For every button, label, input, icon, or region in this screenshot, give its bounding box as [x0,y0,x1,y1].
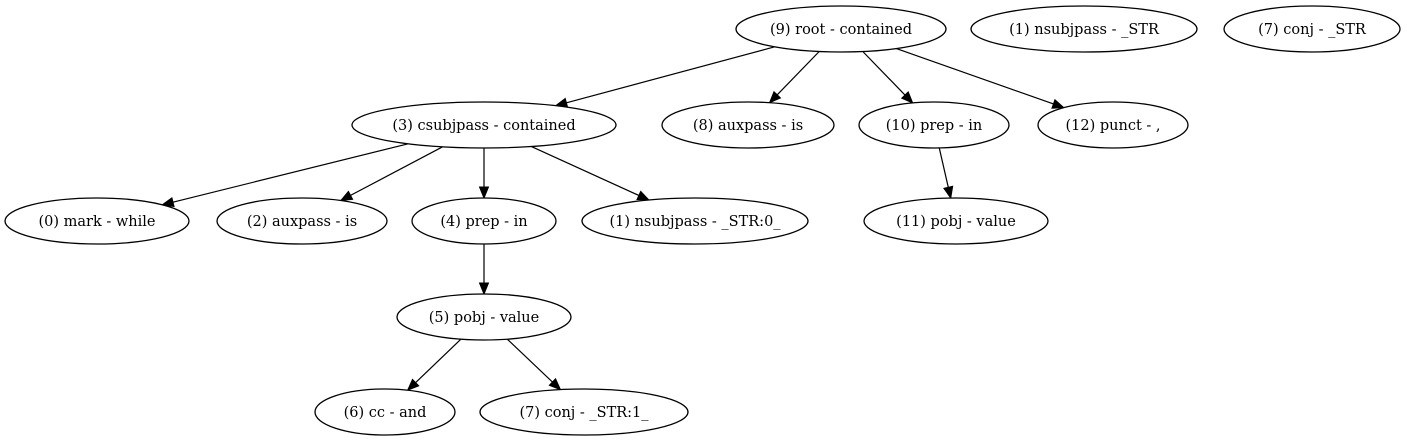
node-ellipse [581,197,809,245]
edge-n9-to-n8 [768,51,820,104]
node-label: (4) prep - in [440,214,527,230]
node-ellipse [863,197,1049,245]
edge-line [415,338,462,384]
node-label: (6) cc - and [344,405,427,421]
edge-n3-to-n2 [339,146,443,202]
node-label: (8) auxpass - is [693,118,803,134]
node-label: (3) csubjpass - contained [392,118,575,134]
node-label: (5) pobj - value [429,310,539,326]
graph-node-n4: (4) prep - in [411,197,557,245]
node-label: (7) conj - _STR:1_ [519,405,649,421]
graph-node-n9: (9) root - contained [735,5,947,53]
arrowhead-icon [636,190,651,201]
edge-line [938,147,949,188]
node-ellipse [479,388,689,436]
graph-node-n7a: (7) conj - _STR [1223,5,1401,53]
node-ellipse [661,101,835,149]
arrowhead-icon [900,91,914,104]
arrowhead-icon [548,377,562,391]
graph-node-n1: (1) nsubjpass - _STR:0_ [581,197,809,245]
edge-n3-to-n4 [478,148,490,200]
edge-n9-to-n10 [862,51,914,104]
node-ellipse [396,293,572,341]
node-ellipse [314,388,456,436]
node-label: (11) pobj - value [896,214,1016,230]
edge-line [350,146,443,196]
arrowhead-icon [161,196,175,208]
graph-node-n3: (3) csubjpass - contained [351,101,617,149]
node-label: (12) punct - , [1065,118,1160,134]
edge-n5-to-n6 [406,338,462,392]
graph-node-n12: (12) punct - , [1037,101,1189,149]
edge-n3-to-n1 [530,145,651,201]
graph-node-n11: (11) pobj - value [863,197,1049,245]
edge-n9-to-n3 [554,46,775,108]
node-label: (0) mark - while [39,214,156,230]
edge-line [506,338,553,383]
node-label: (2) auxpass - is [247,214,357,230]
node-ellipse [735,5,947,53]
edge-line [896,47,1054,105]
node-ellipse [1223,5,1401,53]
edge-n4-to-n5 [478,244,490,296]
node-label: (1) nsubjpass - _STR [1009,22,1160,38]
arrowhead-icon [339,190,354,202]
edge-line [776,51,820,96]
graph-node-n8: (8) auxpass - is [661,101,835,149]
graph-node-n0: (0) mark - while [4,197,190,245]
edges-layer [161,46,1066,392]
edge-line [530,145,640,196]
graph-node-n6: (6) cc - and [314,388,456,436]
node-label: (9) root - contained [770,22,912,38]
arrowhead-icon [478,282,490,296]
graph-node-n7: (7) conj - _STR:1_ [479,388,689,436]
nodes-layer: (9) root - contained (1) nsubjpass - _STR… [4,5,1401,436]
node-label: (7) conj - _STR [1258,22,1367,38]
edge-n5-to-n7 [506,338,562,391]
node-label: (1) nsubjpass - _STR:0_ [609,214,781,230]
node-label: (10) prep - in [886,118,983,134]
node-ellipse [351,101,617,149]
edge-line [566,46,775,104]
edge-n10-to-n11 [938,147,954,200]
graph-node-n5: (5) pobj - value [396,293,572,341]
arrowhead-icon [1051,98,1066,109]
edge-line [862,51,906,96]
graph-node-n1a: (1) nsubjpass - _STR [970,5,1198,53]
edge-line [172,143,409,203]
arrowhead-icon [768,90,782,104]
node-ellipse [411,197,557,245]
node-ellipse [216,197,388,245]
node-ellipse [970,5,1198,53]
arrowhead-icon [943,185,954,200]
graph-node-n10: (10) prep - in [858,101,1010,149]
arrowhead-icon [406,378,420,392]
arrowhead-icon [478,186,490,200]
graph-node-n2: (2) auxpass - is [216,197,388,245]
node-ellipse [4,197,190,245]
edge-n3-to-n0 [161,143,409,208]
edge-n9-to-n12 [896,47,1066,109]
node-ellipse [858,101,1010,149]
node-ellipse [1037,101,1189,149]
